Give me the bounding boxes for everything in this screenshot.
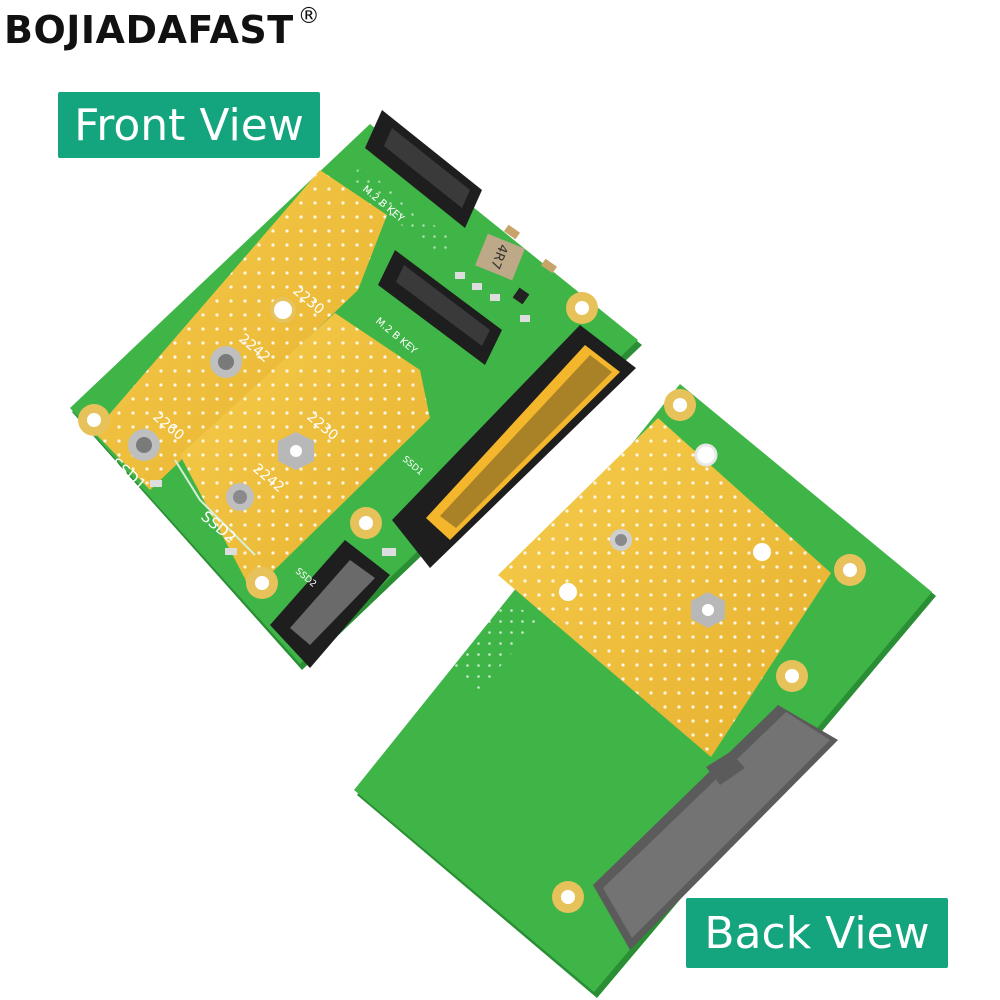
back-mount-holes [552,389,866,913]
front-view-label: Front View [58,92,320,158]
back-view-label: Back View [686,898,948,968]
back-board [354,384,936,998]
back-hole [753,543,771,561]
brand-name: BOJIADAFAST [4,8,294,52]
registered-mark: ® [297,4,321,29]
inductor [475,233,525,281]
front-hole-2230 [270,297,296,323]
front-mount-holes [78,292,598,599]
front-board: 4R7 SSD1 SSD2 2230 [70,110,642,670]
back-hole [559,583,577,601]
brand-logo: BOJIADAFAST ® [4,4,320,52]
